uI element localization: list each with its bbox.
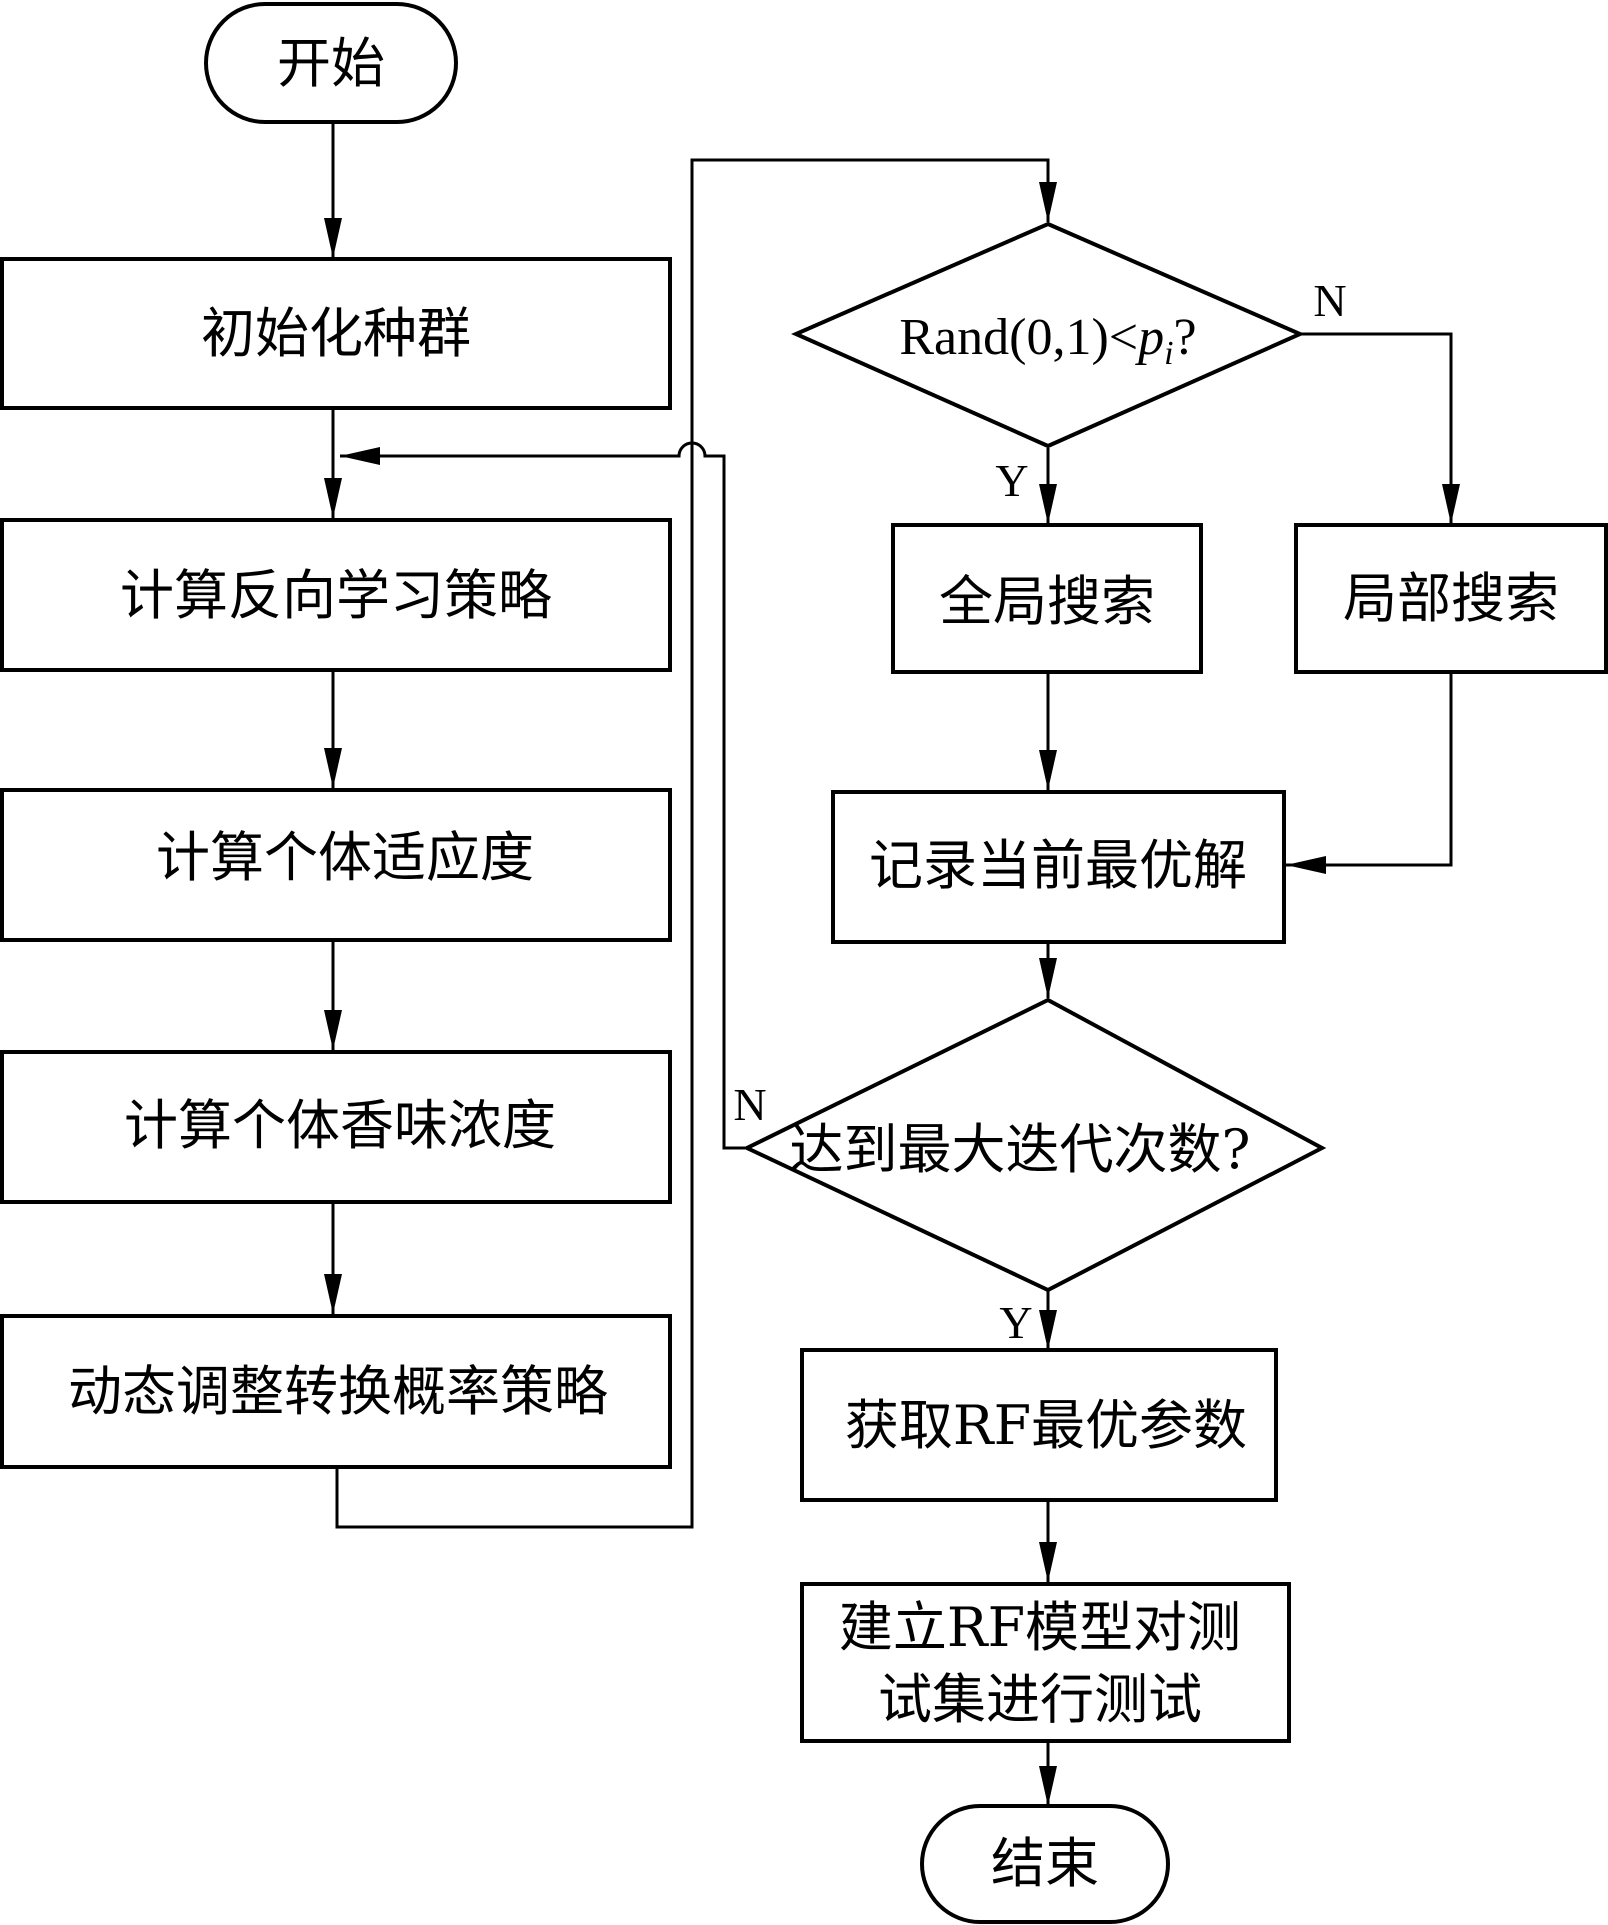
build-model-label-line1: 建立RF模型对测 — [839, 1596, 1241, 1659]
fitness-label: 计算个体适应度 — [156, 826, 534, 889]
edges — [324, 122, 1460, 1806]
edge-local-to-record — [1286, 672, 1453, 874]
process-fragrance: 计算个体香味浓度 — [0, 1050, 672, 1204]
local-search-label: 局部搜索 — [1343, 567, 1559, 630]
iter-no-label: N — [733, 1079, 766, 1130]
decision-rand: Rand(0,1)<pi? — [791, 221, 1305, 449]
end-node: 结束 — [920, 1804, 1170, 1924]
decision-rand-sub: i — [1164, 335, 1173, 372]
process-fitness: 计算个体适应度 — [0, 788, 672, 942]
process-opposition-learning: 计算反向学习策略 — [0, 518, 672, 672]
process-build-model: 建立RF模型对测 试集进行测试 — [800, 1582, 1291, 1743]
decision-iterations: 达到最大迭代次数? — [742, 997, 1327, 1293]
rand-yes-label: Y — [995, 455, 1028, 506]
opposition-learning-label: 计算反向学习策略 — [120, 564, 552, 627]
decision-rand-q: ? — [1174, 309, 1197, 366]
decision-iter-label: 达到最大迭代次数? — [790, 1118, 1251, 1181]
edge-iter-no-loop — [340, 441, 745, 1150]
edge-switch-to-rand-decision — [335, 158, 1057, 1529]
decision-rand-var: p — [1134, 309, 1164, 366]
get-params-label: 获取RF最优参数 — [845, 1394, 1247, 1457]
edge-rand-no — [1300, 332, 1460, 524]
global-search-label: 全局搜索 — [939, 570, 1155, 633]
init-population-label: 初始化种群 — [201, 302, 471, 365]
rand-no-label: N — [1313, 275, 1346, 326]
process-get-params: 获取RF最优参数 — [800, 1348, 1278, 1502]
start-node: 开始 — [204, 2, 458, 124]
decision-rand-text: Rand(0,1)< — [899, 309, 1138, 366]
build-model-label-line2: 试集进行测试 — [878, 1668, 1202, 1731]
process-record-best: 记录当前最优解 — [831, 790, 1286, 944]
svg-text:Rand(0,1)<pi?: Rand(0,1)<pi? — [899, 309, 1196, 372]
fragrance-label: 计算个体香味浓度 — [124, 1094, 556, 1157]
start-label: 开始 — [277, 32, 385, 95]
process-dynamic-switch: 动态调整转换概率策略 — [0, 1314, 672, 1469]
process-local-search: 局部搜索 — [1294, 523, 1608, 674]
process-init-population: 初始化种群 — [0, 257, 672, 410]
dynamic-switch-label: 动态调整转换概率策略 — [68, 1360, 608, 1423]
end-label: 结束 — [991, 1832, 1099, 1895]
record-best-label: 记录当前最优解 — [869, 834, 1247, 897]
iter-yes-label: Y — [999, 1297, 1032, 1348]
process-global-search: 全局搜索 — [891, 523, 1203, 674]
